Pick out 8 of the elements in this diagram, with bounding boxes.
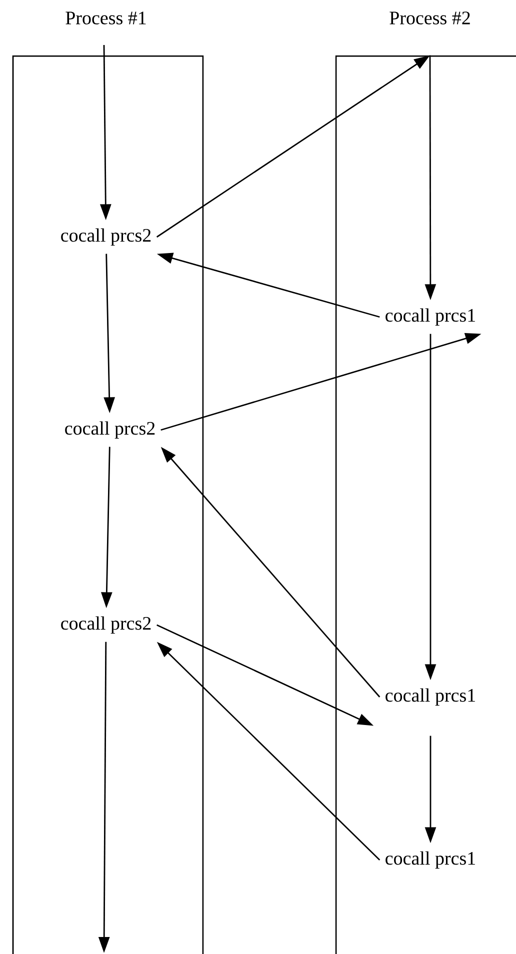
node-label: Process #1 xyxy=(66,12,146,24)
call-label: cocall prcs1 xyxy=(386,688,475,706)
node-label: Process #2 xyxy=(390,12,470,24)
call-label: cocall prcs2 xyxy=(65,421,155,439)
call-label: cocall prcs1 xyxy=(386,851,475,869)
call-label: cocall prcs2 xyxy=(61,228,151,246)
call-label: cocall prcs1 xyxy=(386,308,475,326)
call-label: cocall prcs2 xyxy=(61,616,151,634)
